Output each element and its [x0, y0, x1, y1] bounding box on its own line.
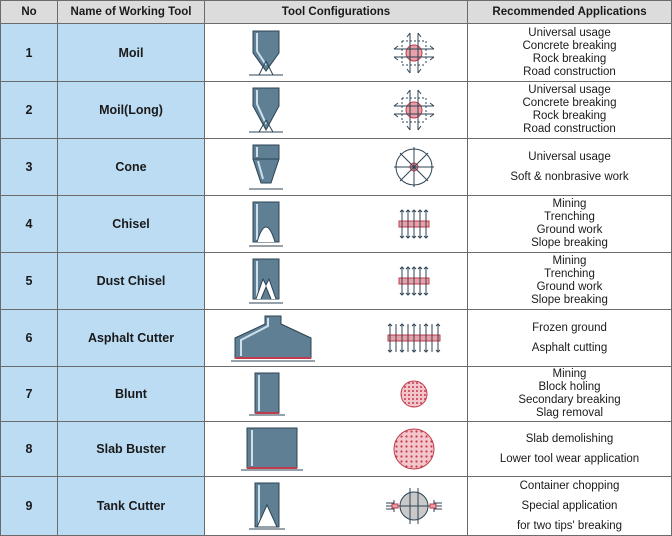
row-number: 5 [0, 252, 58, 310]
application-item: for two tips' breaking [516, 520, 623, 532]
wide-split-force-icon [387, 323, 441, 353]
row-number: 3 [0, 138, 58, 196]
table-row: 9 Tank Cutter [0, 476, 672, 536]
application-item: Trenching [544, 268, 595, 280]
tool-name: Moil(Long) [57, 81, 205, 139]
application-item: Asphalt cutting [531, 342, 608, 354]
recommended-applications: Universal usage Concrete breaking Rock b… [467, 81, 672, 139]
header-no: No [0, 0, 58, 24]
application-item: Concrete breaking [522, 39, 617, 52]
recommended-applications: Mining Trenching Ground work Slope break… [467, 195, 672, 253]
cone-tool-icon [249, 144, 283, 190]
recommended-applications: Universal usage Concrete breaking Rock b… [467, 23, 672, 82]
application-item: Soft & nonbrasive work [510, 171, 629, 183]
starburst-force-icon [394, 147, 434, 187]
tool-configuration [204, 366, 468, 422]
application-item: Mining [552, 198, 587, 210]
header-config: Tool Configurations [204, 0, 468, 24]
application-item: Rock breaking [532, 52, 607, 65]
tool-name: Cone [57, 138, 205, 196]
application-item: Trenching [544, 211, 595, 223]
recommended-applications: Slab demolishing Lower tool wear applica… [467, 421, 672, 477]
table-row: 2 Moil(Long) [0, 81, 672, 139]
tool-configuration [204, 252, 468, 310]
application-item: Slab demolishing [525, 433, 614, 445]
dust-chisel-tool-icon [249, 258, 283, 304]
table-row: 5 Dust Chisel [0, 252, 672, 310]
table-row: 6 Asphalt Cutter [0, 309, 672, 367]
table-row: 4 Chisel [0, 195, 672, 253]
row-number: 9 [0, 476, 58, 536]
recommended-applications: Universal usage Soft & nonbrasive work [467, 138, 672, 196]
recommended-applications: Container chopping Special application f… [467, 476, 672, 536]
radial-force-icon [393, 32, 435, 73]
vertical-split-force-icon [398, 266, 430, 296]
tool-name: Asphalt Cutter [57, 309, 205, 367]
tank-cutter-tool-icon [249, 482, 285, 530]
application-item: Container chopping [519, 480, 620, 492]
application-item: Mining [552, 368, 587, 380]
dotted-circle-icon [400, 380, 428, 408]
tool-configuration [204, 23, 468, 82]
twin-tip-force-icon [386, 488, 442, 524]
row-number: 6 [0, 309, 58, 367]
header-name: Name of Working Tool [57, 0, 205, 24]
table-row: 3 Cone [0, 138, 672, 196]
tool-name: Slab Buster [57, 421, 205, 477]
vertical-split-force-icon [398, 209, 430, 239]
recommended-applications: Mining Trenching Ground work Slope break… [467, 252, 672, 310]
blunt-tool-icon [249, 372, 285, 416]
row-number: 2 [0, 81, 58, 139]
application-item: Universal usage [528, 84, 611, 96]
tool-name: Chisel [57, 195, 205, 253]
slab-buster-tool-icon [241, 427, 303, 471]
application-item: Ground work [536, 281, 603, 293]
row-number: 7 [0, 366, 58, 422]
application-item: Slope breaking [531, 237, 608, 249]
application-item: Road construction [523, 65, 616, 78]
table-row: 1 Moil [0, 23, 672, 82]
application-item: Universal usage [528, 26, 611, 39]
row-number: 4 [0, 195, 58, 253]
application-item: Ground work [536, 224, 603, 236]
application-item: Secondary breaking [518, 394, 621, 406]
application-item: Slag removal [535, 407, 604, 419]
tool-configuration [204, 421, 468, 477]
application-item: Concrete breaking [522, 97, 617, 109]
row-number: 8 [0, 421, 58, 477]
table-header-row: No Name of Working Tool Tool Configurati… [0, 0, 672, 24]
long-moil-tool-icon [249, 87, 283, 133]
tool-configuration [204, 138, 468, 196]
recommended-applications: Frozen ground Asphalt cutting [467, 309, 672, 367]
application-item: Rock breaking [532, 110, 607, 122]
application-item: Block holing [538, 381, 601, 393]
application-item: Mining [552, 255, 587, 267]
tool-name: Moil [57, 23, 205, 82]
tool-configuration [204, 195, 468, 253]
tool-name: Blunt [57, 366, 205, 422]
application-item: Universal usage [528, 151, 611, 163]
table-row: 7 Blunt [0, 366, 672, 422]
tool-configuration [204, 476, 468, 536]
large-dotted-circle-icon [393, 428, 435, 470]
moil-tool-icon [249, 30, 283, 75]
application-item: Frozen ground [532, 322, 607, 334]
asphalt-cutter-tool-icon [231, 315, 315, 362]
radial-force-icon [393, 89, 435, 131]
chisel-tool-icon [249, 201, 283, 247]
application-item: Special application [521, 500, 618, 512]
header-applications: Recommended Applications [467, 0, 672, 24]
application-item: Road construction [523, 123, 616, 135]
recommended-applications: Mining Block holing Secondary breaking S… [467, 366, 672, 422]
tool-name: Tank Cutter [57, 476, 205, 536]
tool-configuration [204, 81, 468, 139]
tool-configuration [204, 309, 468, 367]
row-number: 1 [0, 23, 58, 82]
application-item: Slope breaking [531, 294, 608, 306]
application-item: Lower tool wear application [499, 453, 640, 465]
tool-name: Dust Chisel [57, 252, 205, 310]
table-row: 8 Slab Buster [0, 421, 672, 477]
